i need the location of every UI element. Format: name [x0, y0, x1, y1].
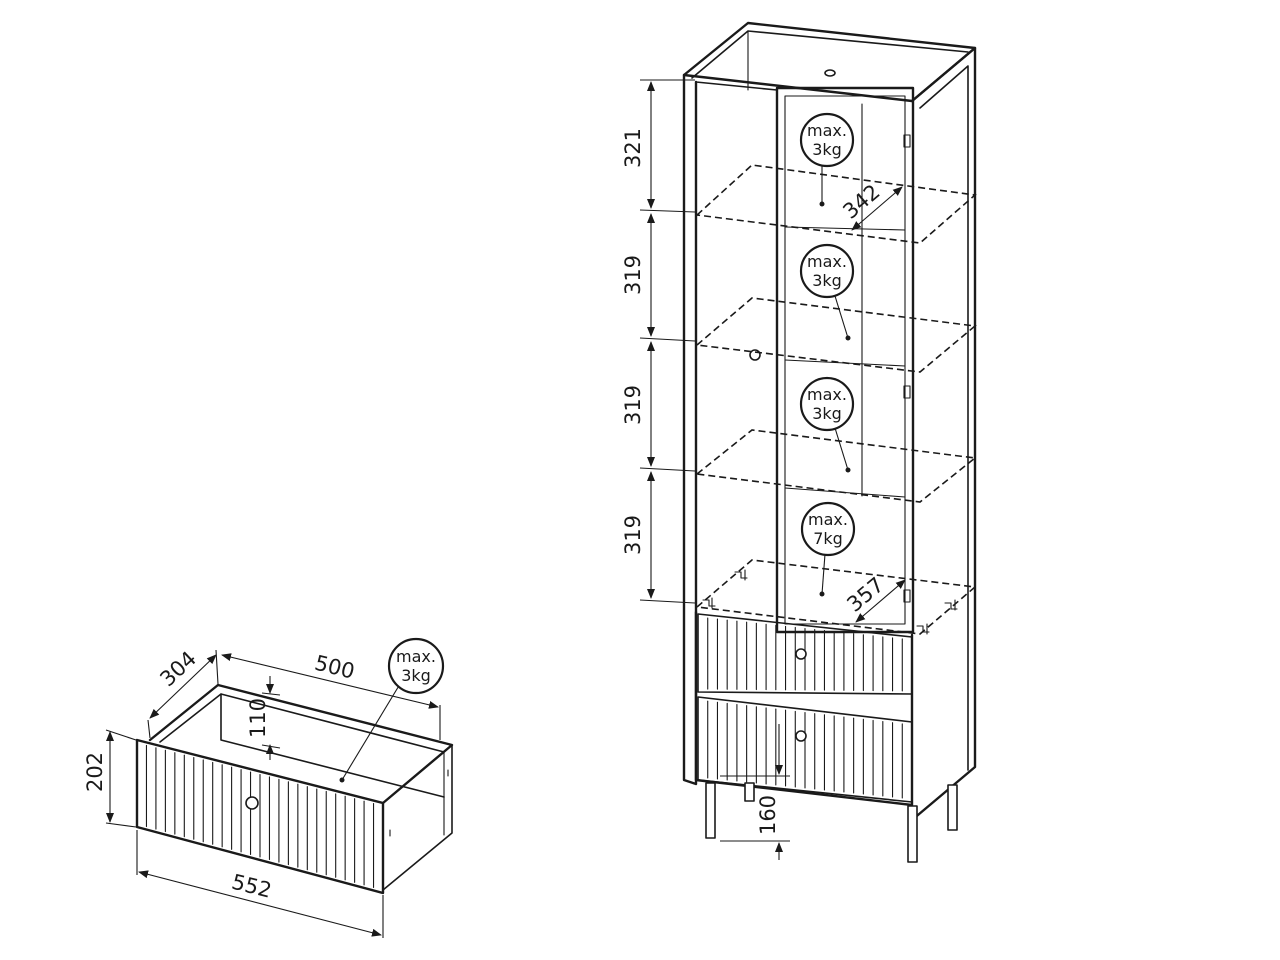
cabinet-height-dimensions: 321 319 319 319: [621, 79, 696, 604]
load-badge-shelf-3: max. 3kg: [799, 376, 855, 473]
hinge-2: [903, 385, 911, 399]
leg-back-left: [744, 782, 755, 802]
drawer-inner-rim: [159, 693, 445, 753]
load-badge-shelf-2: max. 3kg: [799, 243, 855, 341]
badge-circle: [799, 112, 855, 168]
dim-drawer-depth: 304: [155, 646, 201, 691]
leg-front-right: [907, 805, 918, 863]
cabinet: 321 319 319 319 342 357 160 max. 3kg: [621, 21, 977, 863]
hinge-1: [903, 134, 911, 148]
leg-front-left: [705, 782, 716, 839]
leg-back-right: [947, 784, 958, 831]
cabinet-drawer-2-front: [697, 696, 913, 803]
badge-line2: 3kg: [812, 140, 842, 159]
badge-line1: max.: [807, 385, 847, 404]
drawer-right-side: [382, 744, 453, 891]
dashed-shelf-2: [695, 297, 977, 373]
dim-drawer-inner-height: 110: [246, 698, 270, 738]
badge-circle: [387, 637, 445, 695]
drawer-knob: [245, 796, 259, 810]
cabinet-top: [682, 21, 977, 103]
dim-shelf-1-height: 321: [621, 128, 645, 168]
dashed-shelf-1: [695, 164, 977, 244]
cable-hole: [824, 69, 836, 77]
cabinet-legs: [705, 782, 958, 863]
badge-line2: 3kg: [812, 271, 842, 290]
shelf-supports: [702, 569, 958, 635]
badge-line1: max.: [807, 252, 847, 271]
badge-line1: max.: [807, 121, 847, 140]
badge-line1: max.: [808, 510, 848, 529]
drawer: 304 500 110 202 552 max. 3kg: [83, 637, 454, 938]
dim-drawer-front-height: 202: [83, 752, 107, 792]
drawer-screws: [389, 769, 449, 837]
glass-door: [775, 86, 915, 634]
dim-shelf-4-height: 319: [621, 515, 645, 555]
cabinet-drawer-flutes: [707, 617, 903, 799]
load-badge-shelf-1: max. 3kg: [799, 112, 855, 207]
drawer-front-flutes: [145, 744, 375, 889]
load-badge-drawer: max. 3kg: [339, 637, 445, 783]
badge-circle: [799, 376, 855, 432]
badge-circle: [799, 243, 855, 299]
cabinet-right-side: [910, 46, 977, 822]
cabinet-drawer-2-knob: [795, 730, 807, 742]
badge-line2: 3kg: [812, 404, 842, 423]
door-knob: [749, 349, 761, 361]
cabinet-drawer-1-front: [697, 613, 913, 695]
dim-leg-height: 160: [756, 795, 780, 835]
lower-base: [694, 610, 914, 807]
drawer-front: [135, 738, 385, 895]
badge-line1: max.: [396, 647, 436, 666]
dim-shelf-3-height: 319: [621, 385, 645, 425]
dim-base-depth: 357: [842, 573, 888, 617]
cabinet-left-side: [682, 73, 698, 786]
cabinet-top-inner-edge: [691, 30, 969, 79]
left-compartment-top: [695, 81, 778, 91]
drawer-inner-back: [220, 693, 445, 798]
load-badge-shelf-4: max. 7kg: [800, 501, 856, 597]
badge-circle: [800, 501, 856, 557]
dim-shelf-2-height: 319: [621, 255, 645, 295]
dashed-shelf-4: [695, 559, 977, 635]
cabinet-right-side-inner: [919, 65, 969, 771]
drawer-top-rim: [148, 683, 454, 805]
leg-height-dimension: 160: [720, 724, 790, 860]
dashed-shelf-3: [695, 429, 977, 503]
badge-line2: 3kg: [401, 666, 431, 685]
dim-shelf-depth: 342: [838, 180, 884, 224]
badge-line2: 7kg: [813, 529, 843, 548]
cabinet-drawer-1-knob: [795, 648, 807, 660]
